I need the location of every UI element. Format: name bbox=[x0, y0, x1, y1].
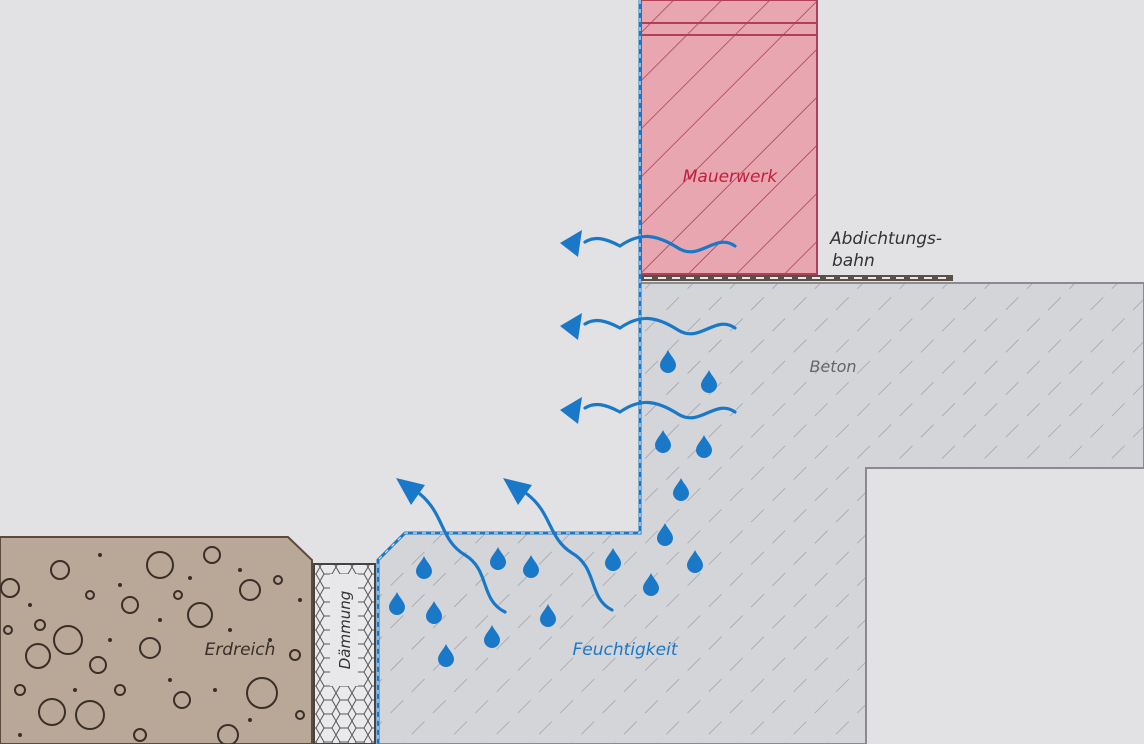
arrow-head-icon bbox=[560, 397, 582, 424]
soil-label: Erdreich bbox=[205, 640, 276, 660]
moisture-arrow-icon bbox=[583, 234, 737, 254]
arrow-head-icon bbox=[560, 230, 582, 257]
insulation-label-backing bbox=[330, 574, 358, 686]
water-drop-icon bbox=[605, 548, 621, 571]
membrane-label-line2: bahn bbox=[832, 251, 875, 271]
water-drop-icon bbox=[673, 478, 689, 501]
membrane-label-line1: Abdichtungs- bbox=[829, 229, 942, 249]
arrow-head-icon bbox=[396, 478, 425, 505]
water-drop-icon bbox=[389, 592, 405, 615]
masonry-wall bbox=[640, 0, 818, 275]
water-drop-icon bbox=[687, 550, 703, 573]
soil-specks bbox=[18, 553, 302, 737]
water-drop-icon bbox=[490, 547, 506, 570]
moisture-label: Feuchtigkeit bbox=[572, 640, 678, 660]
water-drop-icon bbox=[416, 556, 432, 579]
arrow-head-icon bbox=[560, 313, 582, 340]
water-drop-icon bbox=[655, 430, 671, 453]
moisture-boundary-dots bbox=[377, 0, 641, 744]
insulation-label: Dämmung bbox=[336, 591, 354, 670]
soil-pebbles bbox=[0, 546, 305, 744]
moisture-arrow-icon bbox=[525, 492, 614, 612]
water-drop-icon bbox=[438, 644, 454, 667]
moisture-arrow-icon bbox=[583, 316, 737, 336]
water-drop-icon bbox=[701, 370, 717, 393]
masonry-label: Mauerwerk bbox=[683, 167, 779, 187]
moisture-arrows bbox=[396, 230, 737, 614]
concrete-label: Beton bbox=[809, 357, 856, 376]
water-drop-icon bbox=[643, 573, 659, 596]
moisture-arrow-icon bbox=[418, 492, 507, 614]
water-drop-icon bbox=[657, 523, 673, 546]
concrete-cavity bbox=[868, 470, 1144, 744]
sealing-membrane bbox=[640, 275, 953, 281]
water-drop-icon bbox=[484, 625, 500, 648]
water-drop-icon bbox=[660, 350, 676, 373]
water-drop-icon bbox=[523, 555, 539, 578]
water-drop-icon bbox=[426, 601, 442, 624]
water-drop-icon bbox=[696, 435, 712, 458]
water-drop-icon bbox=[540, 604, 556, 627]
moisture-droplets bbox=[389, 350, 717, 667]
moisture-arrow-icon bbox=[583, 400, 737, 420]
arrow-head-icon bbox=[503, 478, 532, 505]
